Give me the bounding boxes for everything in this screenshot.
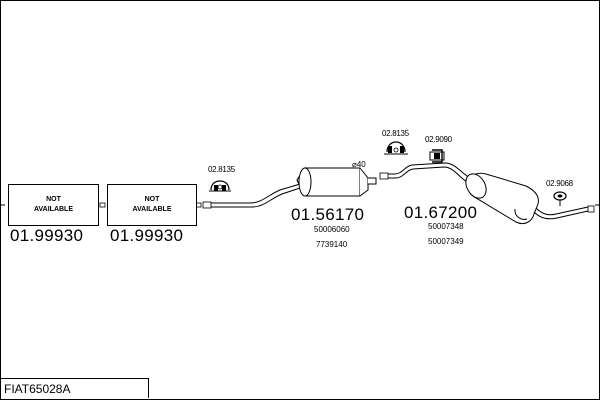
middle-silencer-drawing xyxy=(296,166,377,197)
not-available-line1: NOT xyxy=(144,196,160,203)
hanger-2-drawing xyxy=(553,191,567,206)
oem-rear-2: 50007349 xyxy=(428,237,464,246)
intermediate-pipe xyxy=(379,162,471,183)
label-clamp-left: 02.8135 xyxy=(208,165,235,174)
front-pipe xyxy=(202,183,301,209)
not-available-box-2: NOT AVAILABLE xyxy=(107,184,197,226)
oem-middle-1: 50006060 xyxy=(314,225,350,234)
diagram-title: FIAT65028A xyxy=(0,378,149,398)
clamp-center-drawing xyxy=(384,141,408,155)
label-hanger-2: 02.9068 xyxy=(546,179,573,188)
hanger-1-drawing xyxy=(429,149,445,163)
not-available-line2: AVAILABLE xyxy=(132,206,172,213)
part-number-rear-silencer: 01.67200 xyxy=(404,203,478,222)
label-hanger-1: 02.9090 xyxy=(425,135,452,144)
label-diameter: ⌀40 xyxy=(352,160,366,169)
part-number-block-1: 01.99930 xyxy=(10,226,84,245)
not-available-line2: AVAILABLE xyxy=(33,206,74,213)
clamp-left-drawing xyxy=(209,180,231,192)
rear-silencer-drawing xyxy=(465,172,539,225)
not-available-line1: NOT xyxy=(46,196,61,203)
oem-middle-2: 7739140 xyxy=(316,240,348,249)
oem-rear-1: 50007348 xyxy=(428,222,464,231)
label-clamp-center: 02.8135 xyxy=(382,129,409,138)
tail-pipe xyxy=(533,205,595,220)
connector-stub xyxy=(99,202,106,208)
part-number-middle-silencer: 01.56170 xyxy=(291,205,365,224)
not-available-box-1: NOT AVAILABLE xyxy=(8,184,99,226)
part-number-block-2: 01.99930 xyxy=(110,226,184,245)
